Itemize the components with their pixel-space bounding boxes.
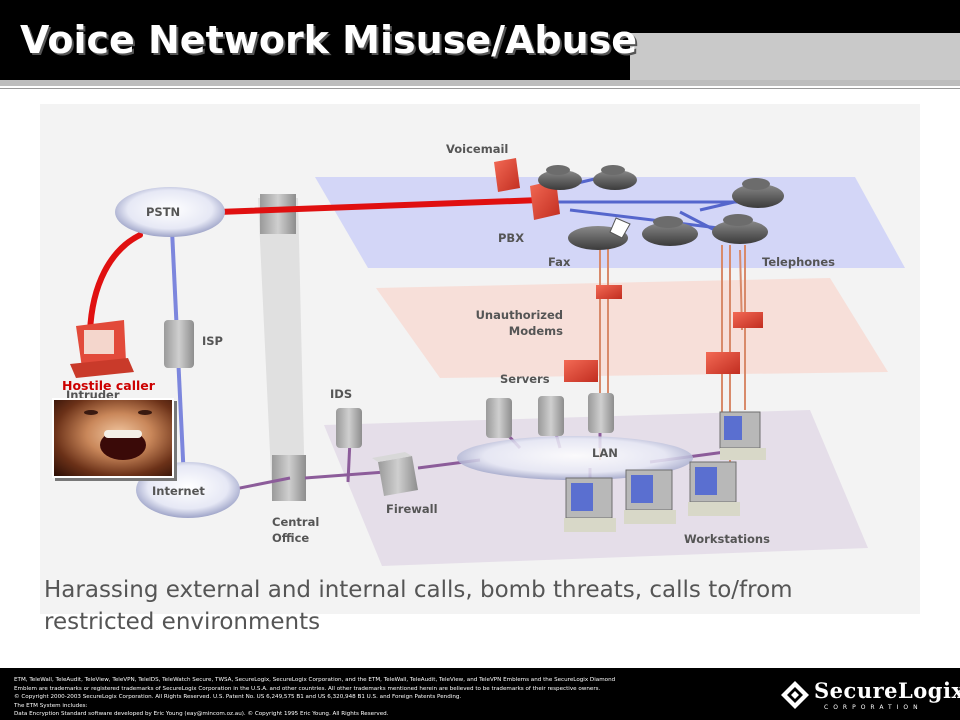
photo-eye	[84, 410, 98, 415]
title-bar-divider	[0, 88, 960, 89]
label-voicemail: Voicemail	[446, 142, 508, 156]
label-pbx: PBX	[498, 231, 524, 245]
diamond-emblem-icon	[781, 681, 809, 709]
logo-wordmark: SecureLogix	[814, 678, 960, 703]
modem-icon	[596, 285, 622, 299]
modem-icon	[706, 352, 740, 374]
modem-plane	[376, 278, 888, 378]
label-office: Office	[272, 531, 309, 545]
label-workstations: Workstations	[684, 532, 770, 546]
label-servers: Servers	[500, 372, 550, 386]
legal-line: Data Encryption Standard software develo…	[14, 711, 389, 718]
hostile-caller-photo	[52, 398, 174, 478]
telephone-icon	[538, 165, 582, 190]
workstation-icon	[564, 477, 616, 532]
workstation-icon	[719, 411, 766, 460]
label-internet: Internet	[152, 484, 205, 498]
modem-icon	[564, 360, 598, 382]
central-office-switch-top	[260, 194, 296, 234]
label-telephones: Telephones	[762, 255, 835, 269]
modem-icon	[733, 312, 763, 328]
pbx-icon	[530, 180, 560, 220]
label-pstn: PSTN	[146, 205, 180, 219]
telephone-icon	[712, 214, 768, 244]
legal-line: ETM, TeleWall, TeleAudit, TeleView, Tele…	[14, 677, 616, 683]
lan-cloud	[457, 436, 693, 480]
label-firewall: Firewall	[386, 502, 438, 516]
label-hostile-caller: Hostile caller	[62, 378, 156, 393]
telephone-icon	[642, 216, 698, 246]
workstation-icon	[624, 469, 676, 524]
legal-line: © Copyright 2000-2003 SecureLogix Corpor…	[14, 694, 462, 701]
label-fax: Fax	[548, 255, 571, 269]
workstation-icon	[688, 461, 740, 516]
title-bar-stripe	[0, 80, 960, 86]
photo-teeth	[104, 430, 142, 438]
legal-line: The ETM System includes:	[14, 702, 88, 709]
voicemail-icon	[494, 158, 520, 192]
telephone-icon	[732, 178, 784, 208]
isp-server-icon	[164, 320, 194, 368]
fax-icon	[568, 217, 631, 250]
attack-path	[87, 197, 543, 335]
securelogix-logo: SecureLogix CORPORATION	[780, 676, 960, 716]
ids-server-icon	[336, 408, 362, 448]
photo-eye	[138, 410, 152, 415]
slide-title: Voice Network Misuse/Abuse	[20, 18, 638, 62]
slide-caption: Harassing external and internal calls, b…	[44, 577, 793, 635]
legal-line: Emblem are trademarks or registered trad…	[14, 685, 601, 692]
server-icon	[486, 398, 512, 438]
pstn-cloud	[115, 187, 225, 237]
legal-notice: ETM, TeleWall, TeleAudit, TeleView, Tele…	[14, 676, 694, 719]
label-ids: IDS	[330, 387, 352, 401]
label-lan: LAN	[592, 446, 618, 460]
server-icon	[538, 396, 564, 436]
central-office-column	[258, 198, 305, 495]
label-modems: Modems	[509, 324, 563, 338]
label-central: Central	[272, 515, 319, 529]
server-icon	[588, 393, 614, 433]
title-bar-tab	[630, 33, 960, 80]
firewall-icon	[372, 452, 418, 496]
intruder-computer-icon	[70, 320, 134, 378]
label-isp: ISP	[202, 334, 223, 348]
label-unauthorized: Unauthorized	[476, 308, 563, 322]
logo-subtitle: CORPORATION	[824, 704, 923, 711]
telephone-icon	[593, 165, 637, 190]
